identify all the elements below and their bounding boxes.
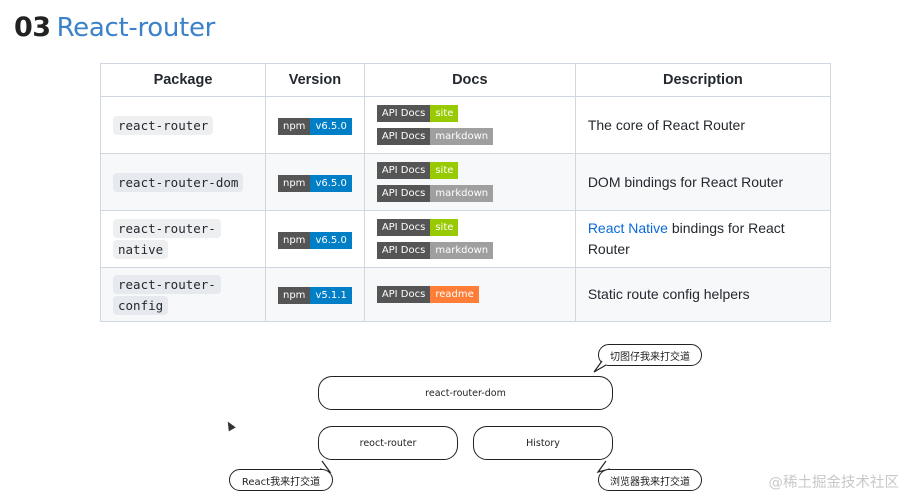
- package-name: react-router: [113, 115, 214, 135]
- version-value: v6.5.0: [310, 174, 352, 192]
- version-value: v6.5.0: [310, 231, 352, 249]
- package-name-line1: react-router-: [113, 219, 221, 238]
- badge-label: API Docs: [376, 219, 431, 236]
- section-number: 03: [14, 12, 51, 43]
- description-text: DOM bindings for React Router: [587, 173, 784, 190]
- npm-label: npm: [278, 117, 311, 135]
- header-docs: Docs: [363, 63, 576, 97]
- badge-kind: site: [430, 105, 459, 122]
- badge-kind: readme: [430, 286, 479, 303]
- npm-label: npm: [278, 174, 311, 192]
- badge-kind: site: [430, 162, 459, 179]
- badge-label: API Docs: [376, 286, 431, 303]
- package-name-line2: native: [113, 240, 169, 259]
- badge-label: API Docs: [376, 105, 431, 122]
- badge-label: API Docs: [376, 185, 431, 202]
- header-version: Version: [265, 63, 365, 97]
- description-cell: Static route config helpers: [574, 267, 832, 322]
- package-name: react-router-dom: [113, 172, 244, 192]
- box-react-router-dom: react-router-dom: [318, 376, 613, 410]
- bubble-tail-top-right: [593, 360, 607, 373]
- badge-kind: markdown: [430, 128, 494, 145]
- watermark: @稀土掘金技术社区: [768, 475, 900, 491]
- package-cell: react-router- native: [100, 210, 266, 268]
- package-cell: react-router: [100, 96, 266, 154]
- description-cell: React Native bindings for React Router: [574, 210, 832, 268]
- package-name-line2: config: [113, 295, 169, 315]
- badge-kind: markdown: [430, 242, 494, 259]
- package-name-line1: react-router-: [113, 274, 221, 294]
- description-text: Static route config helpers: [587, 286, 750, 302]
- version-value: v5.1.1: [310, 287, 352, 304]
- react-native-link[interactable]: React Native: [587, 220, 668, 236]
- box-history: History: [473, 426, 613, 460]
- description-text: bindings for React Router: [587, 220, 785, 257]
- description-cell: DOM bindings for React Router: [574, 153, 832, 211]
- architecture-diagram: 切图仔我来打交道 react-router-dom reoct-router H…: [0, 335, 909, 502]
- bubble-bottom-right: 浏览器我来打交道: [598, 469, 702, 491]
- badge-label: API Docs: [376, 162, 431, 179]
- package-cell: react-router-dom: [100, 153, 266, 211]
- bubble-top-right: 切图仔我来打交道: [598, 344, 702, 366]
- table-header-row: Package Version Docs Description: [100, 63, 832, 97]
- badge-kind: site: [430, 219, 459, 236]
- version-value: v6.5.0: [310, 117, 352, 135]
- packages-table: Package Version Docs Description react-r…: [100, 63, 832, 322]
- npm-label: npm: [278, 231, 311, 249]
- section-title: React-router: [56, 13, 216, 43]
- npm-label: npm: [278, 287, 311, 304]
- badge-label: API Docs: [376, 128, 431, 145]
- badge-kind: markdown: [430, 185, 494, 202]
- description-cell: The core of React Router: [574, 96, 832, 154]
- box-react-router: reoct-router: [318, 426, 458, 460]
- bubble-bottom-left: React我来打交道: [229, 469, 333, 491]
- header-description: Description: [574, 63, 832, 97]
- badge-label: API Docs: [376, 242, 431, 259]
- package-cell: react-router- config: [100, 267, 266, 322]
- section-heading: 03 React-router: [14, 12, 215, 43]
- description-text: The core of React Router: [587, 116, 745, 133]
- header-package: Package: [100, 63, 266, 97]
